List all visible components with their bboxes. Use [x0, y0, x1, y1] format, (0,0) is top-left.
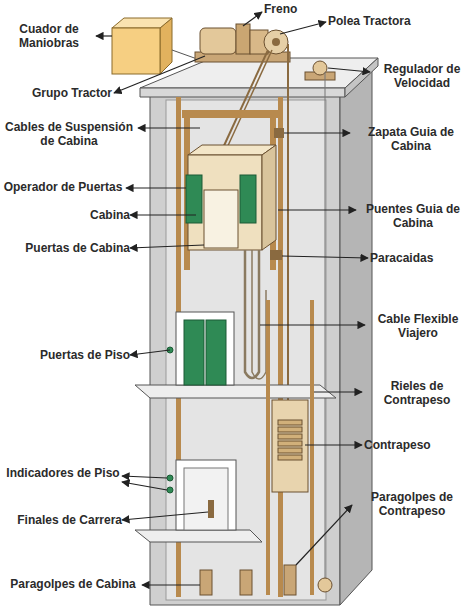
part-label: Finales de Carrera — [4, 513, 122, 527]
car-frame — [182, 110, 278, 118]
car-rail — [278, 97, 283, 597]
part-label: Cable Flexible Viajero — [364, 312, 472, 340]
part-label: Rieles de Contrapeso — [362, 379, 472, 407]
shaft-front — [150, 95, 340, 605]
leader-lines — [96, 12, 370, 585]
counterweight-frame — [272, 400, 308, 492]
floor-slab — [135, 530, 262, 542]
brake — [236, 24, 250, 54]
part-label: Freno — [264, 2, 324, 16]
part-label: Grupo Tractor — [4, 86, 112, 100]
part-label: Indicadores de Piso — [4, 466, 122, 480]
controller-box — [112, 28, 160, 74]
suspension-cable — [226, 50, 272, 150]
landing-door — [184, 468, 228, 530]
part-label: Cabina — [50, 208, 130, 222]
suspension-cable — [222, 50, 268, 150]
car-buffer — [200, 570, 212, 595]
part-label: Regulador de Velocidad — [370, 62, 474, 90]
pulley-hub — [272, 38, 280, 46]
part-label: Paragolpes de Contrapeso — [352, 490, 472, 518]
landing-door-frame — [176, 460, 236, 530]
governor-cable — [325, 72, 326, 590]
floor-slab — [135, 385, 336, 398]
governor-tension-pulley — [318, 578, 332, 592]
landing-door — [184, 320, 204, 385]
counterweight-rail — [310, 300, 314, 595]
part-label: Paragolpes de Cabina — [4, 577, 142, 591]
landing-door-frame — [176, 312, 234, 385]
cabin-side — [262, 145, 276, 250]
door-operator — [240, 175, 256, 223]
shaft-inner — [166, 100, 326, 600]
part-label: Operador de Puertas — [0, 180, 126, 194]
part-label: Puertas de Cabina — [4, 241, 130, 255]
counterweight-cable — [287, 44, 289, 400]
part-label: Zapata Guia de Cabina — [350, 125, 472, 153]
motor — [200, 28, 236, 54]
door-operator — [186, 175, 202, 223]
part-label: Puertas de Piso — [10, 348, 130, 362]
part-label: Polea Tractora — [328, 14, 468, 28]
part-label: Puentes Guia de Cabina — [354, 202, 472, 230]
counterweight-rail — [266, 300, 270, 595]
floor-indicator — [167, 475, 173, 481]
roof-edge — [140, 88, 345, 97]
part-label: Paracaidas — [370, 251, 470, 265]
safety-gear — [270, 250, 282, 260]
limit-switch — [208, 500, 214, 518]
car-buffer — [240, 570, 252, 595]
controller-top — [112, 18, 172, 28]
cabin-door — [204, 190, 238, 248]
counterweight-buffer — [284, 565, 296, 595]
part-label: Contrapeso — [364, 438, 472, 452]
floor-indicator — [167, 487, 173, 493]
part-label: Cables de Suspensión de Cabina — [0, 120, 138, 148]
counterweight-blocks — [278, 420, 302, 460]
landing-door — [206, 320, 226, 385]
traveling-cable — [252, 250, 266, 379]
shaft-side — [340, 64, 372, 605]
cabin-top — [188, 145, 276, 155]
guide-shoe — [274, 128, 284, 138]
roof-edge-side — [345, 58, 378, 97]
part-label: Cuador de Maniobras — [2, 22, 96, 50]
